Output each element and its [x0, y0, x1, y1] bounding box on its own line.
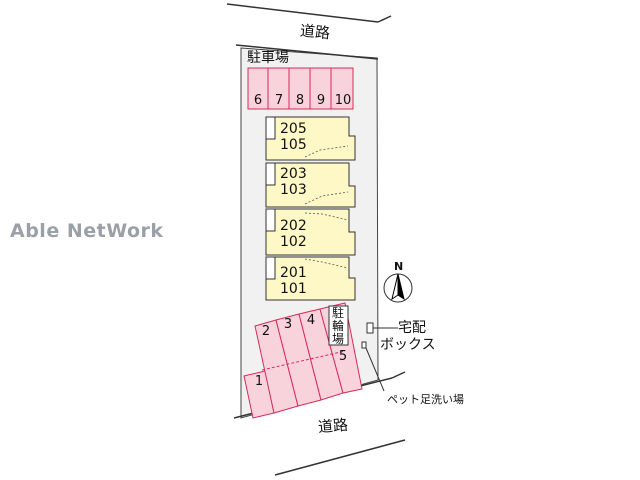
balcony-line	[304, 191, 349, 205]
bike-parking-label: 駐輪場	[331, 306, 344, 346]
parking-slot-label: 7	[274, 93, 284, 108]
road-label-bottom: 道路	[317, 415, 349, 437]
stair-mark	[265, 116, 276, 140]
parking-slot-label: 10	[334, 93, 352, 108]
road-label-top: 道路	[299, 21, 331, 43]
unit-upper: 201	[280, 265, 307, 281]
delivery-box-label-1: 宅配	[398, 320, 426, 336]
parking-slot	[330, 67, 354, 110]
unit-lower: 102	[280, 234, 307, 250]
balcony-line	[304, 145, 349, 158]
building-details	[265, 116, 276, 280]
pet-wash-leader	[365, 347, 385, 392]
parking-divider	[261, 350, 346, 371]
parking-top	[247, 67, 354, 110]
north-arrow-icon	[383, 273, 413, 303]
balcony-line	[304, 212, 349, 221]
parking-slot-label: 2	[261, 324, 271, 339]
road-line-bottom-corner	[391, 371, 406, 379]
compass-label: N	[394, 260, 404, 273]
road-line-top-corner	[377, 15, 392, 23]
stair-mark	[265, 208, 276, 232]
unit-lower: 101	[280, 281, 307, 297]
unit-upper: 205	[280, 121, 307, 137]
delivery-box-mark	[366, 322, 374, 334]
parking-slot-label: 1	[254, 374, 264, 389]
balcony-line	[304, 258, 349, 269]
unit-upper: 202	[280, 218, 307, 234]
stair-mark	[265, 162, 276, 186]
parking-slot-label: 9	[316, 93, 326, 108]
parking-slot-label: 5	[338, 349, 348, 364]
building-unit-block	[265, 162, 356, 208]
building-unit-block	[265, 256, 356, 301]
unit-lower: 103	[280, 182, 307, 198]
delivery-box-label-2: ボックス	[380, 337, 436, 353]
building	[265, 116, 356, 301]
pet-wash-mark	[361, 341, 367, 349]
building-unit-block	[265, 116, 356, 161]
parking-title: 駐車場	[247, 50, 289, 66]
parking-slot-label: 8	[295, 93, 305, 108]
road-line-bottom	[274, 439, 406, 476]
parking-slot-label: 3	[283, 317, 293, 332]
road-line-top-edge	[235, 44, 379, 60]
unit-lower: 105	[280, 137, 307, 153]
stair-mark	[265, 256, 276, 280]
bike-parking-area	[328, 305, 349, 346]
parking-slot-label: 4	[306, 313, 316, 328]
parking-slot-label: 6	[253, 93, 263, 108]
pet-wash-label: ペット足洗い場	[387, 393, 464, 406]
watermark: Able NetWork	[10, 220, 164, 242]
road-line-top	[226, 3, 379, 23]
building-unit-block	[265, 208, 356, 256]
balcony-lines	[304, 145, 349, 269]
unit-upper: 203	[280, 166, 307, 182]
